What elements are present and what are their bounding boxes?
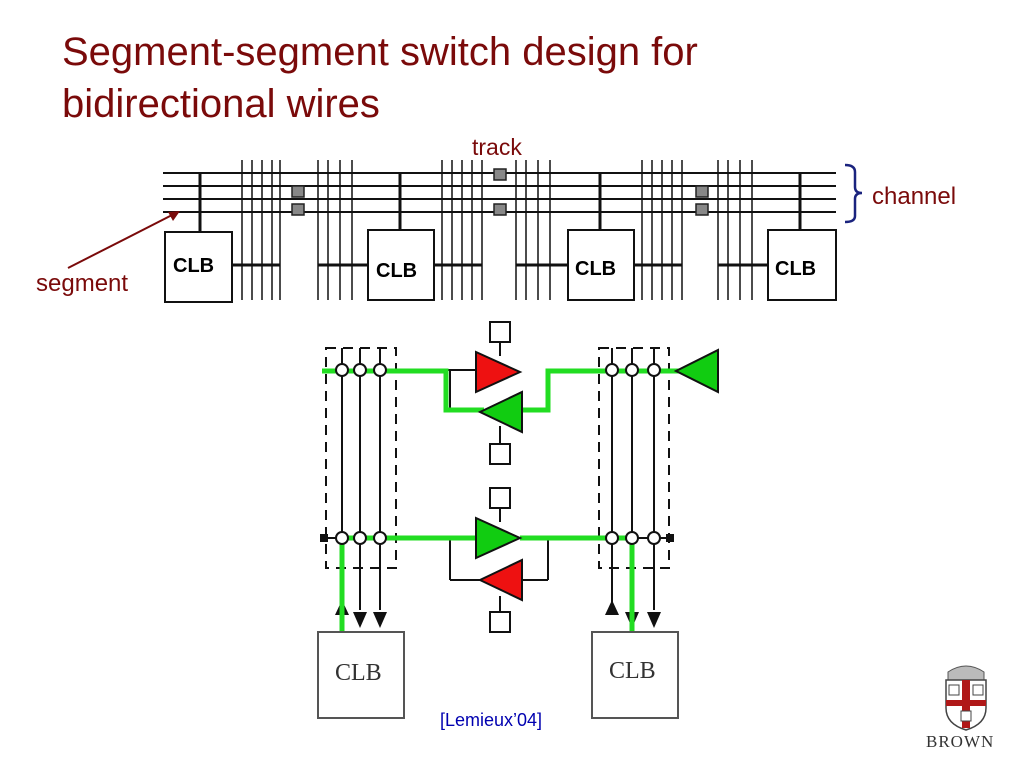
segment-arrow-line (67, 212, 177, 269)
brown-wordmark: BROWN (926, 732, 995, 751)
channel-brace (844, 163, 863, 224)
top-clb-label: CLB (575, 258, 617, 280)
switch-square (695, 203, 709, 216)
switch-square (695, 185, 709, 198)
bottom-clb-box-1 (317, 631, 405, 719)
segment-label: segment (36, 270, 129, 297)
channel-label: channel (872, 183, 957, 210)
top-clb-box-1 (164, 231, 233, 303)
config-bit-square (489, 443, 511, 465)
switch-square (291, 203, 305, 216)
brown-shield-icon (945, 665, 987, 731)
bottom-clb-label: CLB (609, 658, 656, 684)
top-clb-label: CLB (376, 260, 418, 282)
bottom-diagram (317, 321, 719, 719)
segment-arrow-head (168, 211, 180, 221)
arrow-down (373, 612, 387, 628)
switch-square (493, 203, 507, 216)
green-path-lower-left (339, 535, 484, 636)
arrow-down (353, 612, 367, 628)
green-path-upper-left (322, 368, 484, 413)
top-clb-box-4 (767, 229, 837, 301)
switch-square (493, 168, 507, 181)
green-path-lower-right (520, 535, 635, 632)
config-bit-square (489, 487, 511, 509)
arrow-up (605, 600, 619, 615)
buffer-active (477, 390, 523, 434)
arrow-down (647, 612, 661, 628)
slide-title: Segment-segment switch design for bidire… (62, 26, 962, 130)
bottom-clb-label: CLB (335, 660, 382, 686)
top-clb-box-2 (367, 229, 435, 301)
buffer-inactive (477, 558, 523, 602)
citation: [Lemieux’04] (440, 710, 543, 730)
top-diagram (67, 160, 863, 303)
buffer-active (475, 516, 523, 560)
top-clb-label: CLB (775, 258, 817, 280)
config-bit-square (489, 611, 511, 633)
top-clb-label: CLB (173, 255, 215, 277)
config-bit-square (489, 321, 511, 343)
title-line-2: bidirectional wires (62, 82, 380, 126)
title-line-1: Segment-segment switch design for (62, 30, 698, 74)
buffer-inactive (475, 350, 523, 394)
track-label: track (472, 134, 522, 160)
bottom-clb-box-2 (591, 631, 679, 719)
switch-square (291, 185, 305, 198)
input-driver-buffer (673, 348, 719, 394)
top-clb-box-3 (567, 229, 635, 301)
